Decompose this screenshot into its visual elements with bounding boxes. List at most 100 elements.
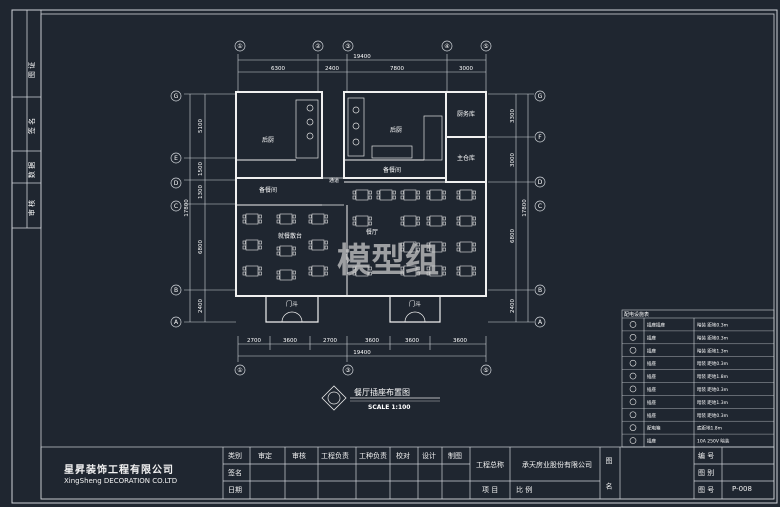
dim-segment: 2400 [510, 299, 516, 313]
dim-segment: 2700 [323, 338, 337, 344]
legend-symbol [629, 334, 637, 341]
axis-label: C [174, 203, 178, 210]
legend-symbol [629, 385, 637, 393]
dim-segment: 5100 [198, 119, 204, 133]
chair [400, 221, 404, 226]
chair [292, 246, 296, 251]
chair [442, 242, 446, 247]
chair [442, 271, 446, 276]
chair [276, 270, 280, 275]
chair [416, 247, 420, 252]
room-label: 通道 [329, 177, 339, 184]
dining-table [403, 215, 417, 227]
axis-label: D [538, 179, 543, 186]
legend-symbol [629, 437, 637, 444]
chair [276, 251, 280, 256]
chair [456, 221, 460, 226]
top-axis-bubbles [234, 40, 492, 52]
chair [368, 221, 372, 226]
chair [472, 266, 476, 271]
dim-segment: 1300 [198, 185, 204, 199]
chair [400, 242, 404, 247]
dim-segment: 6800 [510, 229, 516, 243]
top-dimension-text: 19400 6300 2400 7800 3000 [271, 54, 473, 72]
chair [368, 216, 372, 221]
left-dimension-lines [184, 93, 236, 323]
dining-table [355, 189, 369, 201]
dim-segment: 6300 [271, 66, 285, 72]
legend-title: 配电设施表 [624, 311, 649, 318]
right-dimension-text: 3300 3000 6800 2400 17800 [510, 109, 528, 313]
chair [308, 245, 312, 250]
chair [352, 266, 356, 271]
chair [258, 219, 262, 224]
bottom-axis-labels: ① ③ ⑤ [237, 367, 488, 374]
room-label: 主仓库 [457, 154, 475, 162]
chair [472, 221, 476, 226]
chair [442, 221, 446, 226]
chair [472, 216, 476, 221]
dim-total: 17800 [184, 199, 190, 217]
legend-rows: 插座插座暗装 距地0.3m插座暗装 距地0.3m插座暗装 距地1.3m插座暗装 … [622, 321, 774, 448]
chair [472, 271, 476, 276]
chair [400, 266, 404, 271]
chair [400, 271, 404, 276]
chair [276, 219, 280, 224]
chair [442, 216, 446, 221]
chair [416, 190, 420, 195]
chair [442, 247, 446, 252]
chair [456, 190, 460, 195]
chair [352, 216, 356, 221]
dining-table [403, 265, 417, 277]
axis-label: ③ [345, 43, 350, 50]
axis-label: ② [315, 43, 321, 50]
chair [242, 214, 246, 219]
dining-tables [242, 189, 476, 281]
axis-label: A [174, 319, 179, 326]
dining-table [311, 213, 325, 225]
chair [426, 216, 430, 221]
chair [426, 190, 430, 195]
left-dimension-text: 5100 1500 1300 6800 2400 17800 [184, 119, 204, 313]
chair [416, 221, 420, 226]
room-label: 门斗 [409, 300, 421, 308]
chair [416, 266, 420, 271]
chair [242, 271, 246, 276]
chair [292, 270, 296, 275]
chair [368, 190, 372, 195]
chair [416, 216, 420, 221]
dining-table [429, 215, 443, 227]
chair [456, 195, 460, 200]
chair [442, 190, 446, 195]
chair [324, 271, 328, 276]
axis-label: ③ [345, 367, 350, 374]
dim-total: 19400 [353, 350, 371, 356]
axis-label: B [174, 287, 178, 294]
legend-symbol [629, 346, 637, 354]
dim-segment: 3000 [459, 66, 473, 72]
legend-cell: 暗装 距地0.3m [697, 386, 728, 393]
strip-label: 签 名 [27, 118, 36, 134]
dim-segment: 1500 [198, 162, 204, 176]
drawing-title-block: 餐厅插座布置图 SCALE 1:100 [321, 385, 440, 411]
chair [324, 266, 328, 271]
chair [400, 195, 404, 200]
chair [392, 195, 396, 200]
legend-cell: 暗装 距地1.3m [697, 399, 728, 406]
dining-table [279, 269, 293, 281]
legend-cell: 10A 250V 暗装 [697, 438, 730, 445]
chair [292, 214, 296, 219]
chair [276, 275, 280, 280]
chair [324, 214, 328, 219]
dim-segment: 2700 [247, 338, 261, 344]
bottom-dimension-lines [237, 336, 487, 362]
legend-cell: 插座 [647, 360, 656, 367]
room-label: 厨务库 [457, 110, 475, 118]
chair [242, 240, 246, 245]
chair [308, 271, 312, 276]
legend-cell: 暗装 距地1.3m [697, 347, 728, 354]
chair [308, 219, 312, 224]
axis-label: ① [237, 43, 242, 50]
dining-table [459, 265, 473, 277]
